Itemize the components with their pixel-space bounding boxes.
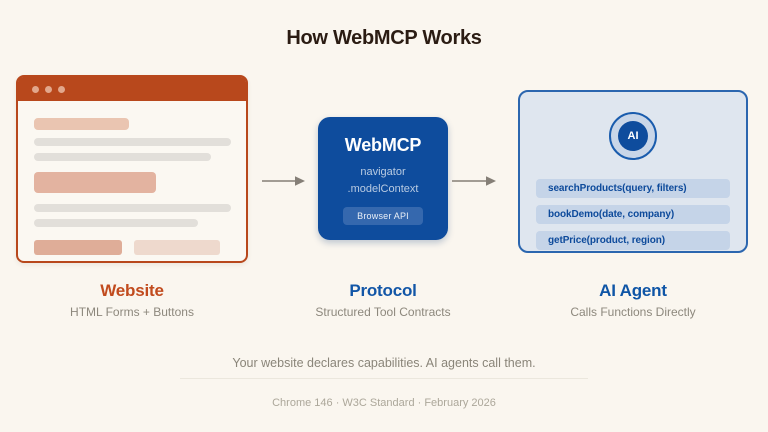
skeleton-button-secondary xyxy=(134,240,220,255)
tagline: Your website declares capabilities. AI a… xyxy=(232,356,536,370)
page-title: How WebMCP Works xyxy=(286,27,482,49)
website-sublabel: HTML Forms + Buttons xyxy=(70,305,194,319)
skeleton-button-primary xyxy=(34,240,122,255)
window-dot-icon xyxy=(58,85,65,93)
skeleton-text-bar xyxy=(34,219,198,227)
agent-label-block: AI Agent Calls Functions Directly xyxy=(517,281,749,319)
protocol-sublabel: Structured Tool Contracts xyxy=(315,305,451,319)
function-pill-bookDemo: bookDemo(date, company) xyxy=(536,205,730,224)
agent-label: AI Agent xyxy=(599,281,667,300)
window-dot-icon xyxy=(45,85,52,93)
ai-agent-panel: AI searchProducts(query, filters) bookDe… xyxy=(518,90,748,253)
function-pill-searchProducts: searchProducts(query, filters) xyxy=(536,179,730,198)
ai-avatar: AI xyxy=(609,112,657,160)
arrow-protocol-to-agent-icon xyxy=(452,174,497,192)
protocol-api-line2: .modelContext xyxy=(347,183,419,195)
function-pill-getPrice: getPrice(product, region) xyxy=(536,231,730,250)
footer-divider xyxy=(180,378,588,379)
skeleton-text-bar xyxy=(34,138,231,146)
protocol-card-title: WebMCP xyxy=(344,135,422,155)
protocol-label: Protocol xyxy=(349,281,417,300)
footer-meta: Chrome 146 · W3C Standard · February 202… xyxy=(272,397,496,409)
website-mockup xyxy=(16,75,248,263)
function-list: searchProducts(query, filters) bookDemo(… xyxy=(536,179,730,257)
agent-sublabel: Calls Functions Directly xyxy=(570,305,696,319)
protocol-label-block: Protocol Structured Tool Contracts xyxy=(267,281,499,319)
website-label: Website xyxy=(100,281,164,300)
website-label-block: Website HTML Forms + Buttons xyxy=(16,281,248,319)
skeleton-heading-bar xyxy=(34,118,129,130)
browser-api-badge: Browser API xyxy=(343,207,423,225)
skeleton-form-field xyxy=(34,172,156,193)
browser-titlebar xyxy=(18,77,246,101)
protocol-card: WebMCP navigator .modelContext Browser A… xyxy=(318,117,448,240)
window-dot-icon xyxy=(32,85,39,93)
arrow-website-to-protocol-icon xyxy=(262,174,306,192)
protocol-api-line1: navigator xyxy=(360,166,406,178)
skeleton-text-bar xyxy=(34,204,231,212)
protocol-api-name: navigator .modelContext xyxy=(318,164,448,198)
skeleton-text-bar xyxy=(34,153,211,161)
ai-avatar-label: AI xyxy=(618,121,648,151)
